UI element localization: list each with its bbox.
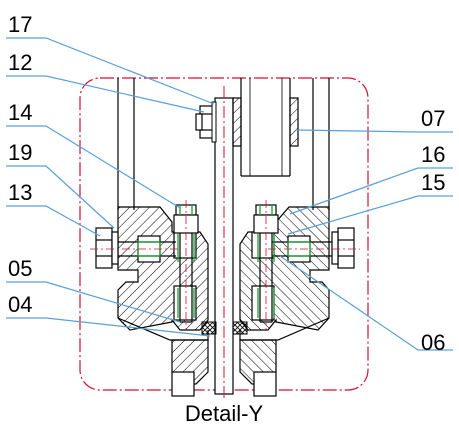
callout-04: 04 <box>8 292 32 317</box>
callout-13: 13 <box>8 180 32 205</box>
leader-07 <box>295 129 453 133</box>
leader-04 <box>6 317 211 337</box>
part-04-seal-left <box>201 321 217 335</box>
part-12-bolt <box>195 105 216 139</box>
part-07-pin <box>232 78 299 177</box>
part-04-seal-right <box>232 321 248 335</box>
bolt-centerlines <box>90 200 360 330</box>
leader-06 <box>279 255 453 351</box>
thread-markings <box>137 205 311 318</box>
callout-05: 05 <box>8 256 32 281</box>
callout-17: 17 <box>8 12 32 37</box>
callout-12: 12 <box>8 50 32 75</box>
callout-07: 07 <box>421 106 445 131</box>
leader-12 <box>6 75 205 113</box>
leader-15 <box>287 195 453 235</box>
part-17-washer <box>211 101 217 143</box>
callout-15: 15 <box>421 170 445 195</box>
callout-06: 06 <box>421 330 445 355</box>
leader-16 <box>289 167 453 215</box>
leader-14 <box>6 125 181 209</box>
part-15-bolt-right <box>272 227 355 269</box>
leader-17 <box>6 37 215 105</box>
callout-14: 14 <box>8 100 32 125</box>
side-plate-left <box>117 78 135 210</box>
leader-13 <box>6 205 101 237</box>
detail-caption: Detail-Y <box>185 401 264 426</box>
clamp-body-right <box>239 206 330 341</box>
callout-16: 16 <box>421 142 445 167</box>
clamp-stem <box>171 339 277 397</box>
callout-19: 19 <box>8 140 32 165</box>
leader-lines <box>6 37 453 351</box>
side-plate-right <box>312 78 330 210</box>
leader-05 <box>6 281 181 323</box>
leader-19 <box>6 165 115 229</box>
